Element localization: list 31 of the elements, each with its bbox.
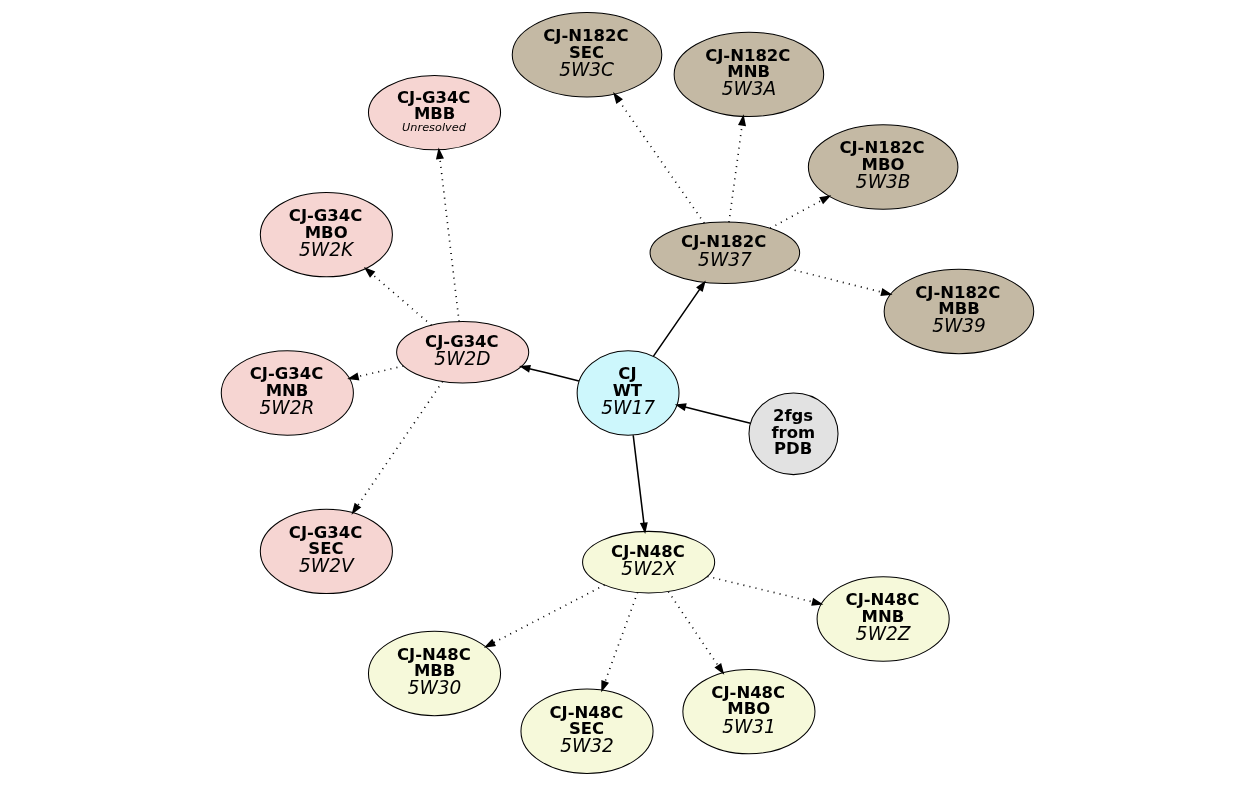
node-ellipse: CJ-G34C SEC 5W2V <box>259 508 393 595</box>
node-ellipse: CJ-N48C MNB 5W2Z <box>816 576 950 662</box>
arrow <box>769 195 832 230</box>
arrow <box>347 365 405 381</box>
node-ellipse: CJ-N182C MBO 5W3B <box>807 124 959 210</box>
node-ellipse: CJ-N182C MBB 5W39 <box>883 268 1035 355</box>
arrow <box>363 267 433 327</box>
node-ellipse: CJ-G34C MNB 5W2R <box>220 350 354 436</box>
node-ellipse: CJ-G34C MBB Unresolved <box>367 74 502 151</box>
arrow <box>632 434 648 534</box>
node-ellipse: CJ-N48C SEC 5W32 <box>520 688 654 774</box>
arrow <box>483 584 606 648</box>
arrow <box>706 575 824 606</box>
arrow <box>652 280 706 357</box>
node-ellipse: CJ-N182C SEC 5W3C <box>511 12 663 98</box>
node-ellipse: CJ-N48C MBB 5W30 <box>367 630 502 717</box>
node-ellipse: CJ-N182C MNB 5W3A <box>673 31 825 118</box>
arrow <box>601 591 639 693</box>
arrow <box>613 92 706 224</box>
arrow <box>435 147 460 323</box>
arrow <box>674 403 752 424</box>
arrow <box>351 380 444 515</box>
arrow <box>667 590 725 675</box>
arrow <box>519 365 580 382</box>
node-ellipse: CJ-N182C 5W37 <box>649 221 801 285</box>
arrow <box>788 268 893 296</box>
node-ellipse: CJ-N48C 5W2X <box>582 530 716 594</box>
node-ellipse: CJ WT 5W17 <box>576 350 680 436</box>
node-circle: 2fgs from PDB <box>748 392 839 476</box>
node-ellipse: CJ-N48C MBO 5W31 <box>682 668 816 755</box>
arrow <box>728 114 746 223</box>
